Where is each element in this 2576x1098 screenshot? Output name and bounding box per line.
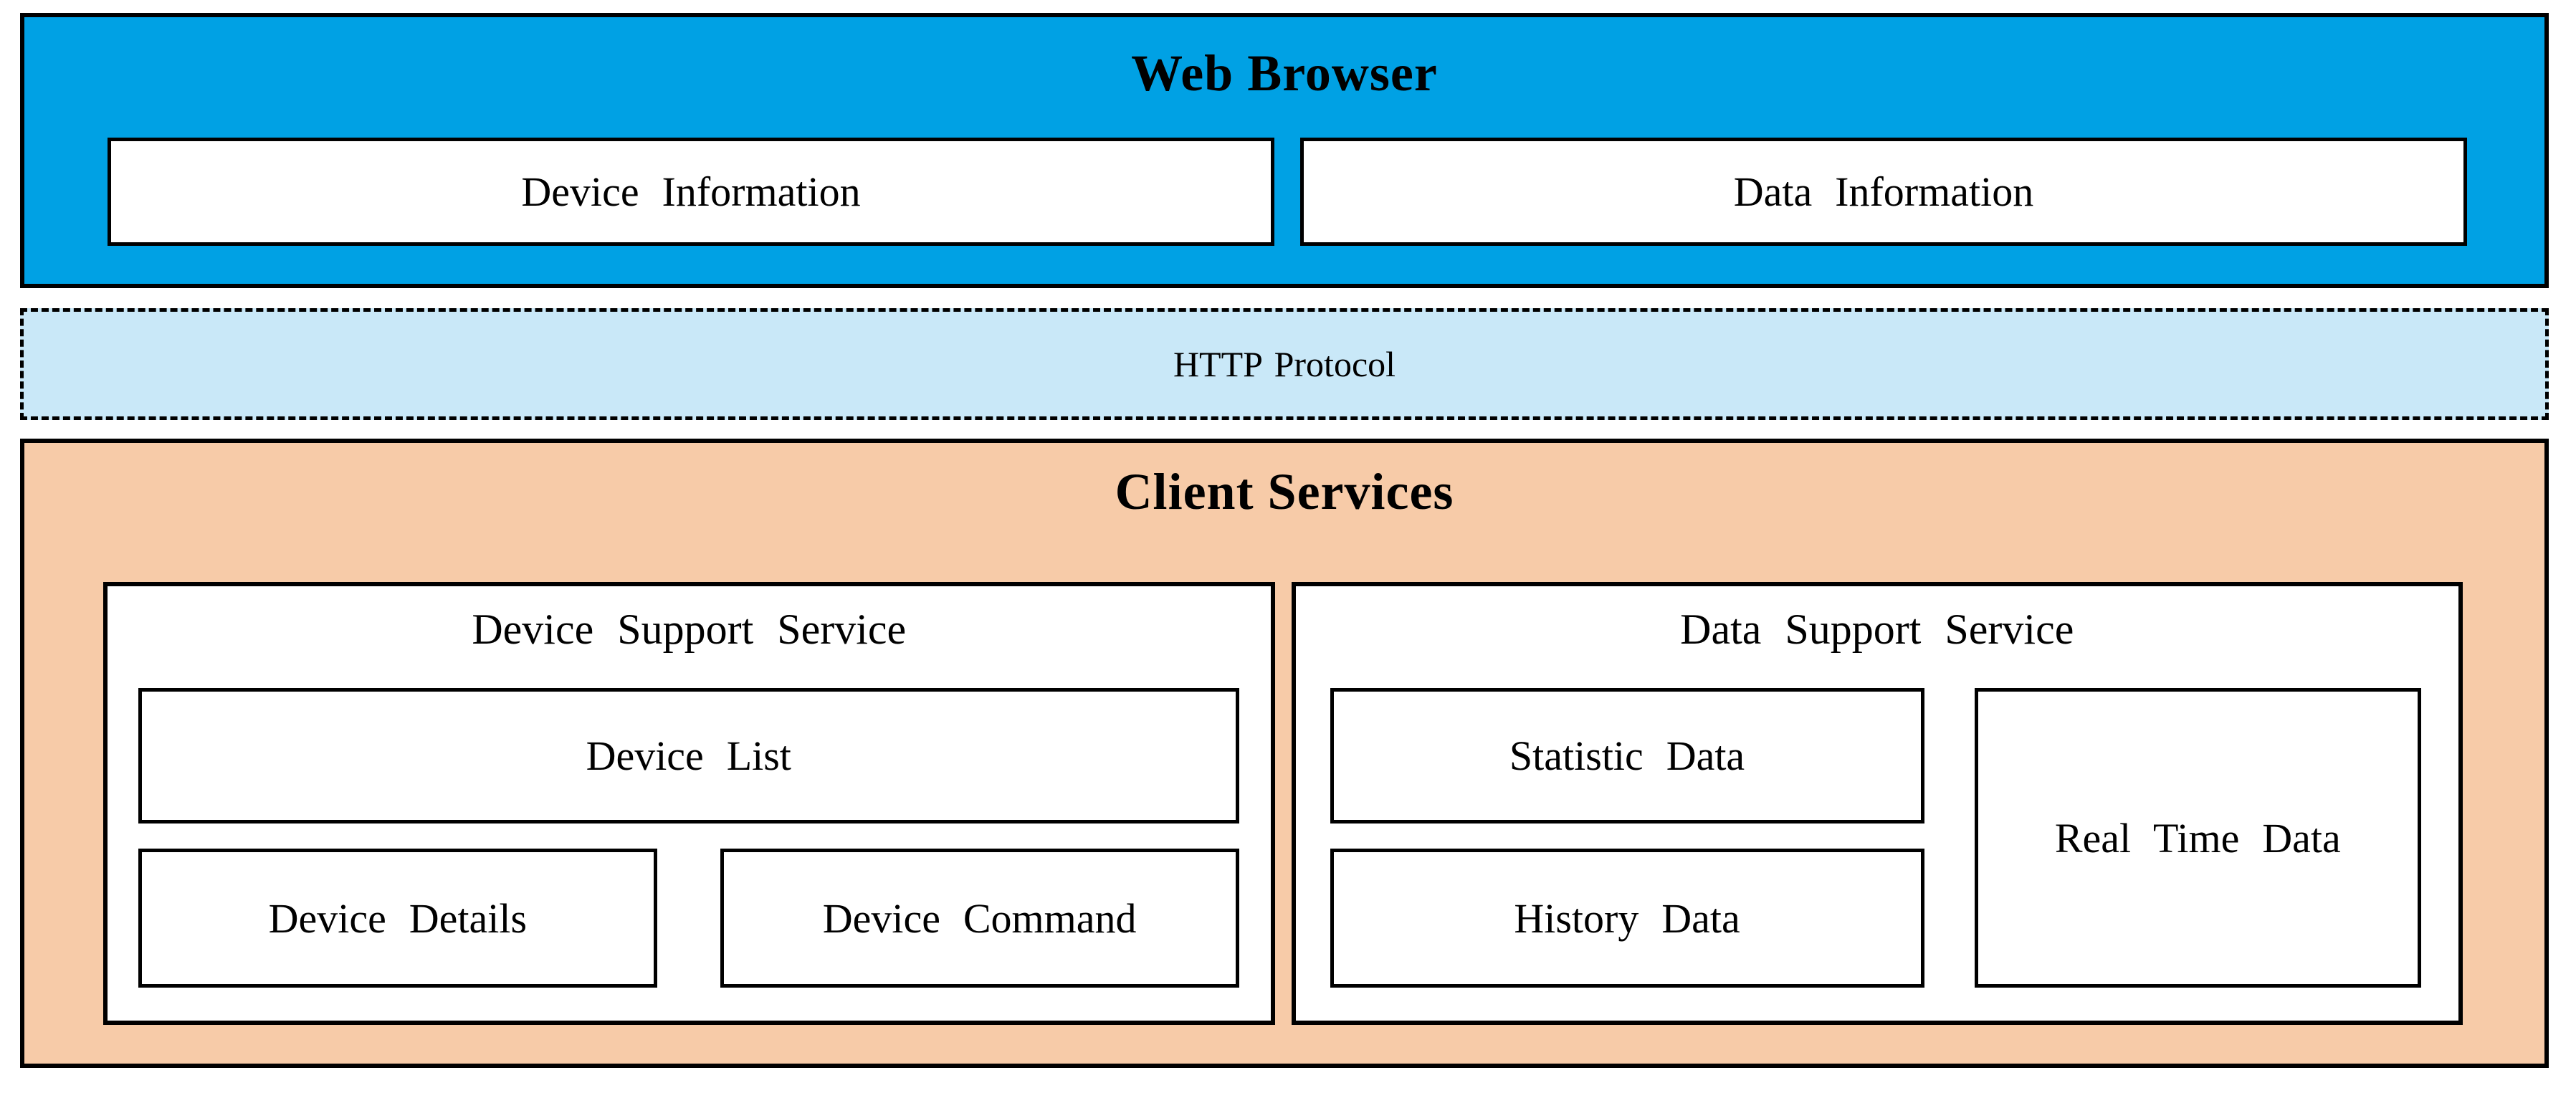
web-browser-box-row: Device Information Data Information xyxy=(108,138,2467,246)
device-information-box: Device Information xyxy=(108,138,1274,246)
data-support-grid: Statistic Data History Data Real Time Da… xyxy=(1330,688,2421,988)
device-support-service-group: Device Support Service Device List Devic… xyxy=(103,582,1275,1025)
web-browser-section: Web Browser Device Information Data Info… xyxy=(20,13,2549,288)
http-protocol-section: HTTP Protocol xyxy=(20,308,2549,420)
device-details-command-row: Device Details Device Command xyxy=(138,849,1239,988)
device-support-service-title: Device Support Service xyxy=(472,606,907,653)
history-data-box: History Data xyxy=(1330,849,1924,988)
data-support-service-group: Data Support Service Statistic Data Hist… xyxy=(1291,582,2463,1025)
web-browser-title: Web Browser xyxy=(1131,44,1438,102)
device-list-box: Device List xyxy=(138,688,1239,824)
http-protocol-label: HTTP Protocol xyxy=(1173,344,1396,384)
data-support-service-title: Data Support Service xyxy=(1680,606,2074,653)
real-time-data-box: Real Time Data xyxy=(1974,688,2421,988)
data-information-box: Data Information xyxy=(1300,138,2467,246)
device-command-box: Device Command xyxy=(720,849,1239,988)
client-services-title: Client Services xyxy=(1115,463,1454,520)
device-details-box: Device Details xyxy=(138,849,657,988)
device-list-row: Device List xyxy=(138,688,1239,824)
client-services-section: Client Services Device Support Service D… xyxy=(20,439,2549,1068)
client-services-groups: Device Support Service Device List Devic… xyxy=(103,582,2463,1025)
statistic-data-box: Statistic Data xyxy=(1330,688,1924,824)
